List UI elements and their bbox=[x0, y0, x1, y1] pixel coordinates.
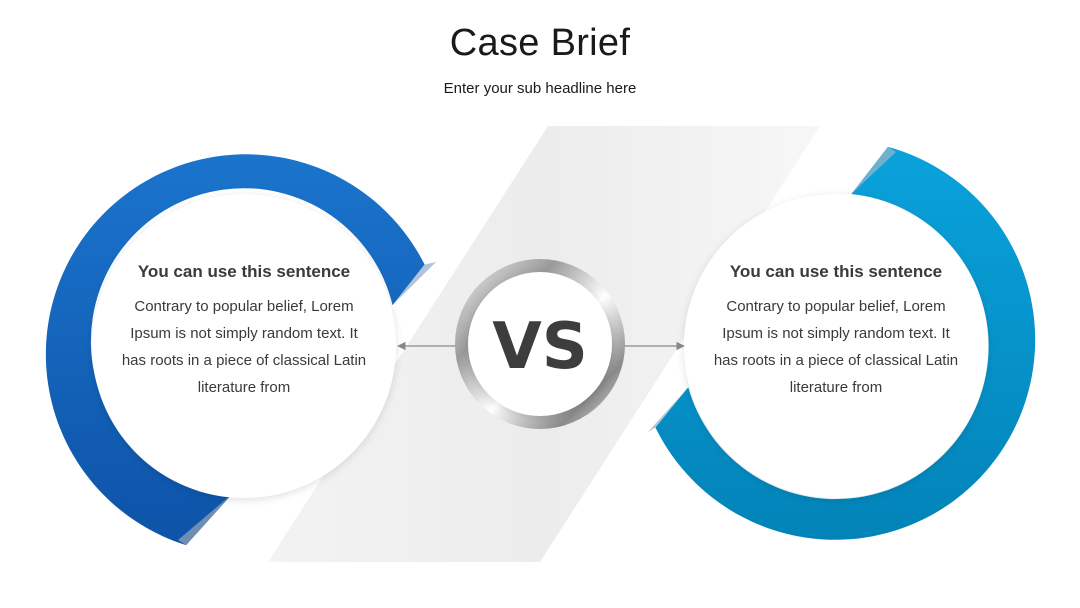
left-ring-fold-top bbox=[392, 262, 436, 306]
right-card-body: Contrary to popular belief, Lorem Ipsum … bbox=[713, 298, 959, 396]
vs-label: VS bbox=[492, 310, 588, 384]
left-inner-circle bbox=[92, 194, 396, 498]
left-card-heading: You can use this sentence bbox=[137, 262, 351, 281]
left-card: You can use this sentence Contrary to po… bbox=[119, 261, 369, 401]
right-card: You can use this sentence Contrary to po… bbox=[711, 261, 961, 401]
left-card-body: Contrary to popular belief, Lorem Ipsum … bbox=[121, 298, 367, 396]
right-ring-fold-bottom bbox=[648, 387, 689, 432]
vs-badge-inner bbox=[468, 272, 612, 416]
page-subtitle: Enter your sub headline here bbox=[443, 80, 637, 97]
right-ring-fold-top bbox=[851, 146, 896, 194]
page-title: Case Brief bbox=[449, 22, 631, 64]
left-ring-fold-bottom bbox=[178, 493, 233, 546]
right-card-heading: You can use this sentence bbox=[729, 262, 943, 281]
right-inner-circle bbox=[684, 194, 988, 498]
